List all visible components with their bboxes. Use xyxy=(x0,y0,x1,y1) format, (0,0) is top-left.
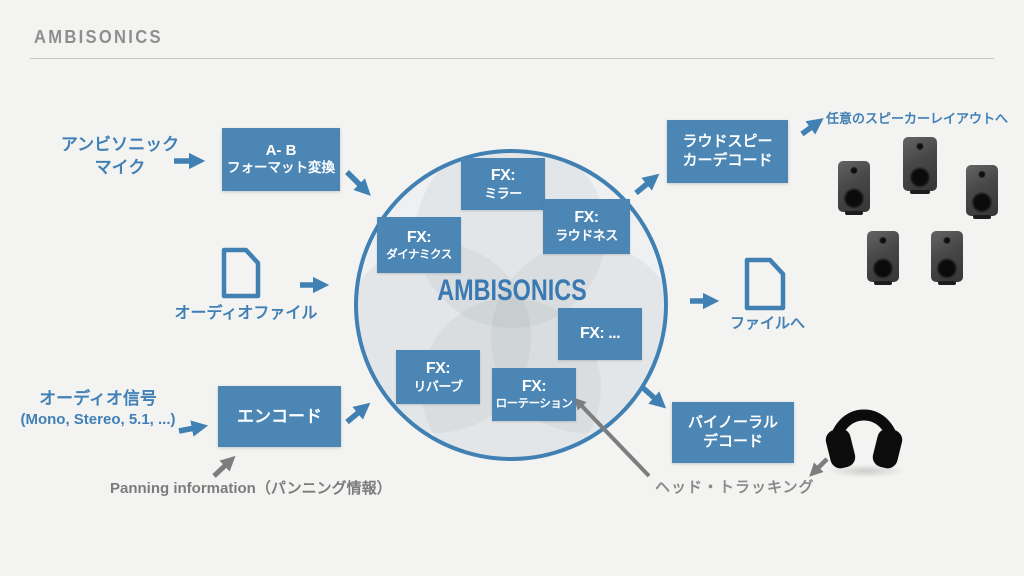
speaker-icon-rear-right xyxy=(931,231,963,285)
fx-mirror-box: FX: ミラー xyxy=(461,158,545,210)
ab-format-line2: フォーマット変換 xyxy=(227,160,335,176)
encode-box: エンコード xyxy=(218,386,341,447)
head-tracking-label: ヘッド・トラッキング xyxy=(655,479,815,496)
ab-format-conversion-box: A- B フォーマット変換 xyxy=(222,128,340,191)
fx-loudness-box: FX: ラウドネス xyxy=(543,199,630,254)
fx-rotation-line2: ローテーション xyxy=(495,398,573,411)
binaural-decode-box: バイノーラル デコード xyxy=(672,402,794,463)
audio-signal-label-line1: オーディオ信号 xyxy=(39,389,157,408)
fx-loudness-line1: FX: xyxy=(574,209,599,227)
ambisonic-mic-label-line1: アンビソニック xyxy=(60,135,180,154)
audio-file-icon xyxy=(221,247,261,299)
speaker-woofer xyxy=(936,258,958,279)
speaker-tweeter xyxy=(915,142,925,151)
loudspeaker-decode-line1: ラウドスピー xyxy=(682,132,773,150)
loudspeaker-decode-line2: カーデコード xyxy=(682,151,773,169)
ambisonic-mic-label: アンビソニック マイク xyxy=(40,133,200,179)
fx-rotation-line1: FX: xyxy=(521,378,547,396)
fx-reverb-line2: リバーブ xyxy=(413,378,463,394)
fx-mirror-line1: FX: xyxy=(490,166,516,184)
headphones-icon xyxy=(825,409,903,469)
speaker-base xyxy=(938,281,956,285)
speaker-icon-front-left xyxy=(838,161,870,215)
fx-dynamics-line1: FX: xyxy=(406,228,432,246)
speaker-icon-front-right xyxy=(966,165,998,219)
arrow-core-to-loudspeaker xyxy=(634,173,660,196)
speaker-woofer xyxy=(971,192,993,213)
speaker-icon-center xyxy=(903,137,937,194)
fx-dynamics-line2: ダイナミクス xyxy=(386,248,452,261)
slide-title: AMBISONICS xyxy=(34,27,163,47)
fx-reverb-box: FX: リバーブ xyxy=(396,350,480,404)
speaker-tweeter xyxy=(977,170,987,179)
fx-more-line1: FX: ... xyxy=(579,325,621,342)
fx-loudness-line2: ラウドネス xyxy=(555,228,618,244)
ambisonic-mic-label-line2: マイク xyxy=(94,158,146,177)
title-divider xyxy=(30,58,994,59)
fx-more-box: FX: ... xyxy=(558,308,642,360)
fx-mirror-line2: ミラー xyxy=(484,185,522,201)
speaker-base xyxy=(845,211,863,215)
speaker-base xyxy=(973,215,991,219)
fx-dynamics-box: FX: ダイナミクス xyxy=(377,217,461,273)
output-file-icon xyxy=(744,257,786,311)
speaker-tweeter xyxy=(878,236,888,245)
panning-information-note: Panning information（パンニング情報） xyxy=(110,480,392,497)
speaker-woofer xyxy=(843,188,865,209)
loudspeaker-decode-box: ラウドスピー カーデコード xyxy=(667,120,788,183)
arrow-loudspeaker-to-layout xyxy=(800,118,824,137)
to-file-label: ファイルへ xyxy=(729,315,805,332)
arrow-encode-to-core xyxy=(345,402,371,425)
speaker-icon-rear-left xyxy=(867,231,899,285)
encode-box-label: エンコード xyxy=(237,406,322,426)
ab-format-line1: A- B xyxy=(265,141,297,159)
speaker-woofer xyxy=(909,167,931,188)
speaker-layout-label: 任意のスピーカーレイアウトへ xyxy=(826,111,1009,126)
audio-signal-label-line2: (Mono, Stereo, 5.1, ...) xyxy=(20,411,176,428)
speaker-tweeter xyxy=(942,236,952,245)
binaural-decode-line1: バイノーラル xyxy=(687,413,778,431)
speaker-tweeter xyxy=(849,166,859,175)
fx-rotation-box: FX: ローテーション xyxy=(492,368,576,421)
speaker-base xyxy=(910,190,930,194)
binaural-decode-line2: デコード xyxy=(702,432,763,450)
fx-reverb-line1: FX: xyxy=(425,359,451,377)
audio-file-label: オーディオファイル xyxy=(174,305,318,322)
arrow-core-to-binaural xyxy=(640,384,667,409)
speaker-base xyxy=(874,281,892,285)
arrow-panning-to-encode xyxy=(212,455,236,478)
arrow-ab-to-core xyxy=(345,170,371,196)
speaker-woofer xyxy=(872,258,894,279)
core-ambisonics-title: AMBISONICS xyxy=(437,274,587,307)
